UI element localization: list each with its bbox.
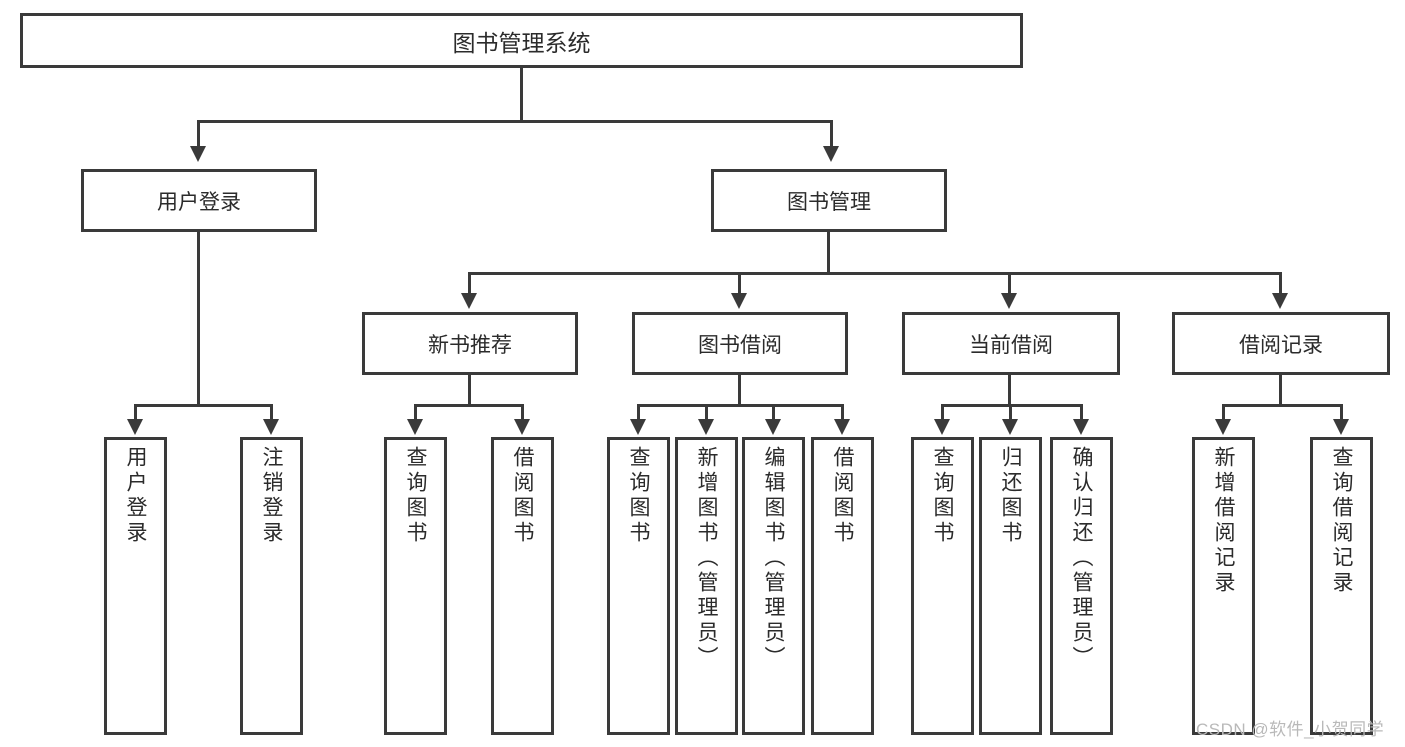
arrow-to-borrow-record (1272, 293, 1288, 309)
node-label: 当前借阅 (969, 333, 1053, 357)
leaf-book-borrow-query[interactable]: 查询图书 (607, 437, 670, 735)
node-book-borrow[interactable]: 图书借阅 (632, 312, 848, 375)
leaf-label: 注销登录 (260, 446, 283, 546)
arrow-to-bb-leaf-2 (698, 419, 714, 435)
leaf-user-login-signin[interactable]: 用户登录 (104, 437, 167, 735)
node-book-management[interactable]: 图书管理 (711, 169, 947, 232)
connector-root-to-user-login (197, 120, 200, 146)
leaf-book-borrow-edit[interactable]: 编辑图书（管理员） (742, 437, 805, 735)
node-book-management-system[interactable]: 图书管理系统 (20, 13, 1023, 68)
connector-borrow-record-stem (1279, 375, 1282, 404)
connector-nbr-drop-1 (414, 404, 417, 422)
connector-level2-bus (468, 272, 1282, 275)
node-label: 图书管理 (787, 190, 871, 214)
leaf-current-borrow-confirm-return[interactable]: 确认归还（管理员） (1050, 437, 1113, 735)
arrow-to-book-borrow (731, 293, 747, 309)
connector-user-login-drop-2 (270, 404, 273, 422)
connector-drop-new-book-recommend (468, 272, 471, 296)
node-borrow-record[interactable]: 借阅记录 (1172, 312, 1390, 375)
arrow-to-user-login (190, 146, 206, 162)
leaf-label: 查询图书 (404, 446, 427, 546)
arrow-to-bb-leaf-4 (834, 419, 850, 435)
leaf-label: 查询图书 (627, 446, 650, 546)
connector-user-login-stem (197, 232, 200, 404)
node-label: 图书借阅 (698, 333, 782, 357)
leaf-label: 用户登录 (124, 446, 147, 546)
connector-user-login-bus (134, 404, 273, 407)
leaf-current-borrow-return[interactable]: 归还图书 (979, 437, 1042, 735)
arrow-to-nbr-leaf-2 (514, 419, 530, 435)
leaf-book-borrow-borrow[interactable]: 借阅图书 (811, 437, 874, 735)
leaf-label: 归还图书 (999, 446, 1022, 546)
connector-bb-drop-4 (841, 404, 844, 422)
connector-current-borrow-stem (1008, 375, 1011, 404)
arrow-to-bb-leaf-1 (630, 419, 646, 435)
arrow-to-nbr-leaf-1 (407, 419, 423, 435)
connector-user-login-drop-1 (134, 404, 137, 422)
arrow-to-br-leaf-1 (1215, 419, 1231, 435)
connector-drop-borrow-record (1279, 272, 1282, 296)
connector-bb-drop-2 (705, 404, 708, 422)
leaf-borrow-record-query[interactable]: 查询借阅记录 (1310, 437, 1373, 735)
connector-root-stem (520, 68, 523, 120)
leaf-label: 借阅图书 (831, 446, 854, 546)
arrow-to-user-login-leaf-1 (127, 419, 143, 435)
connector-book-borrow-stem (738, 375, 741, 404)
leaf-label: 确认归还（管理员） (1070, 446, 1093, 671)
leaf-borrow-record-add[interactable]: 新增借阅记录 (1192, 437, 1255, 735)
arrow-to-current-borrow (1001, 293, 1017, 309)
leaf-label: 查询图书 (931, 446, 954, 546)
node-label: 借阅记录 (1239, 333, 1323, 357)
leaf-new-book-borrow[interactable]: 借阅图书 (491, 437, 554, 735)
leaf-current-borrow-query[interactable]: 查询图书 (911, 437, 974, 735)
connector-book-borrow-bus (637, 404, 844, 407)
leaf-label: 新增图书（管理员） (695, 446, 718, 671)
node-user-login[interactable]: 用户登录 (81, 169, 317, 232)
arrow-to-cb-leaf-2 (1002, 419, 1018, 435)
connector-br-drop-2 (1340, 404, 1343, 422)
connector-root-to-book-management (830, 120, 833, 146)
leaf-label: 编辑图书（管理员） (762, 446, 785, 671)
arrow-to-book-management (823, 146, 839, 162)
leaf-book-borrow-add[interactable]: 新增图书（管理员） (675, 437, 738, 735)
connector-drop-current-borrow (1008, 272, 1011, 296)
node-new-book-recommend[interactable]: 新书推荐 (362, 312, 578, 375)
node-label: 新书推荐 (428, 333, 512, 357)
connector-root-bus (197, 120, 833, 123)
leaf-label: 查询借阅记录 (1330, 446, 1353, 596)
leaf-label: 新增借阅记录 (1212, 446, 1235, 596)
connector-cb-drop-3 (1080, 404, 1083, 422)
connector-new-book-recommend-stem (468, 375, 471, 404)
connector-drop-book-borrow (738, 272, 741, 296)
connector-current-borrow-bus (941, 404, 1083, 407)
node-label: 图书管理系统 (452, 29, 591, 56)
connector-borrow-record-bus (1222, 404, 1343, 407)
arrow-to-user-login-leaf-2 (263, 419, 279, 435)
connector-bb-drop-3 (772, 404, 775, 422)
node-label: 用户登录 (157, 190, 241, 214)
connector-book-management-stem (827, 232, 830, 272)
arrow-to-new-book-recommend (461, 293, 477, 309)
leaf-label: 借阅图书 (511, 446, 534, 546)
arrow-to-cb-leaf-1 (934, 419, 950, 435)
arrow-to-bb-leaf-3 (765, 419, 781, 435)
leaf-new-book-query[interactable]: 查询图书 (384, 437, 447, 735)
connector-nbr-drop-2 (521, 404, 524, 422)
connector-cb-drop-1 (941, 404, 944, 422)
arrow-to-br-leaf-2 (1333, 419, 1349, 435)
leaf-user-login-signout[interactable]: 注销登录 (240, 437, 303, 735)
connector-new-book-recommend-bus (414, 404, 524, 407)
node-current-borrow[interactable]: 当前借阅 (902, 312, 1120, 375)
arrow-to-cb-leaf-3 (1073, 419, 1089, 435)
connector-cb-drop-2 (1009, 404, 1012, 422)
connector-br-drop-1 (1222, 404, 1225, 422)
connector-bb-drop-1 (637, 404, 640, 422)
